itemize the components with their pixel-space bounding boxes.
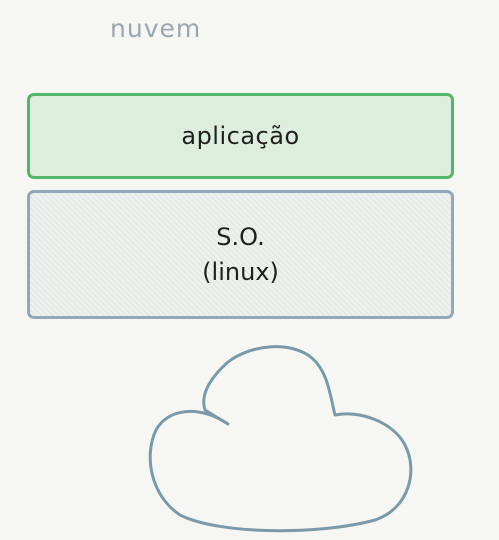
application-layer-label: aplicação — [181, 122, 300, 150]
diagram-title: nuvem — [110, 14, 202, 43]
application-layer-box: aplicação — [27, 93, 454, 179]
os-layer-box: S.O. (linux) — [27, 190, 454, 319]
os-layer-sublabel: (linux) — [202, 257, 279, 286]
os-layer-label: S.O. — [216, 222, 265, 251]
cloud-outline — [148, 345, 413, 533]
